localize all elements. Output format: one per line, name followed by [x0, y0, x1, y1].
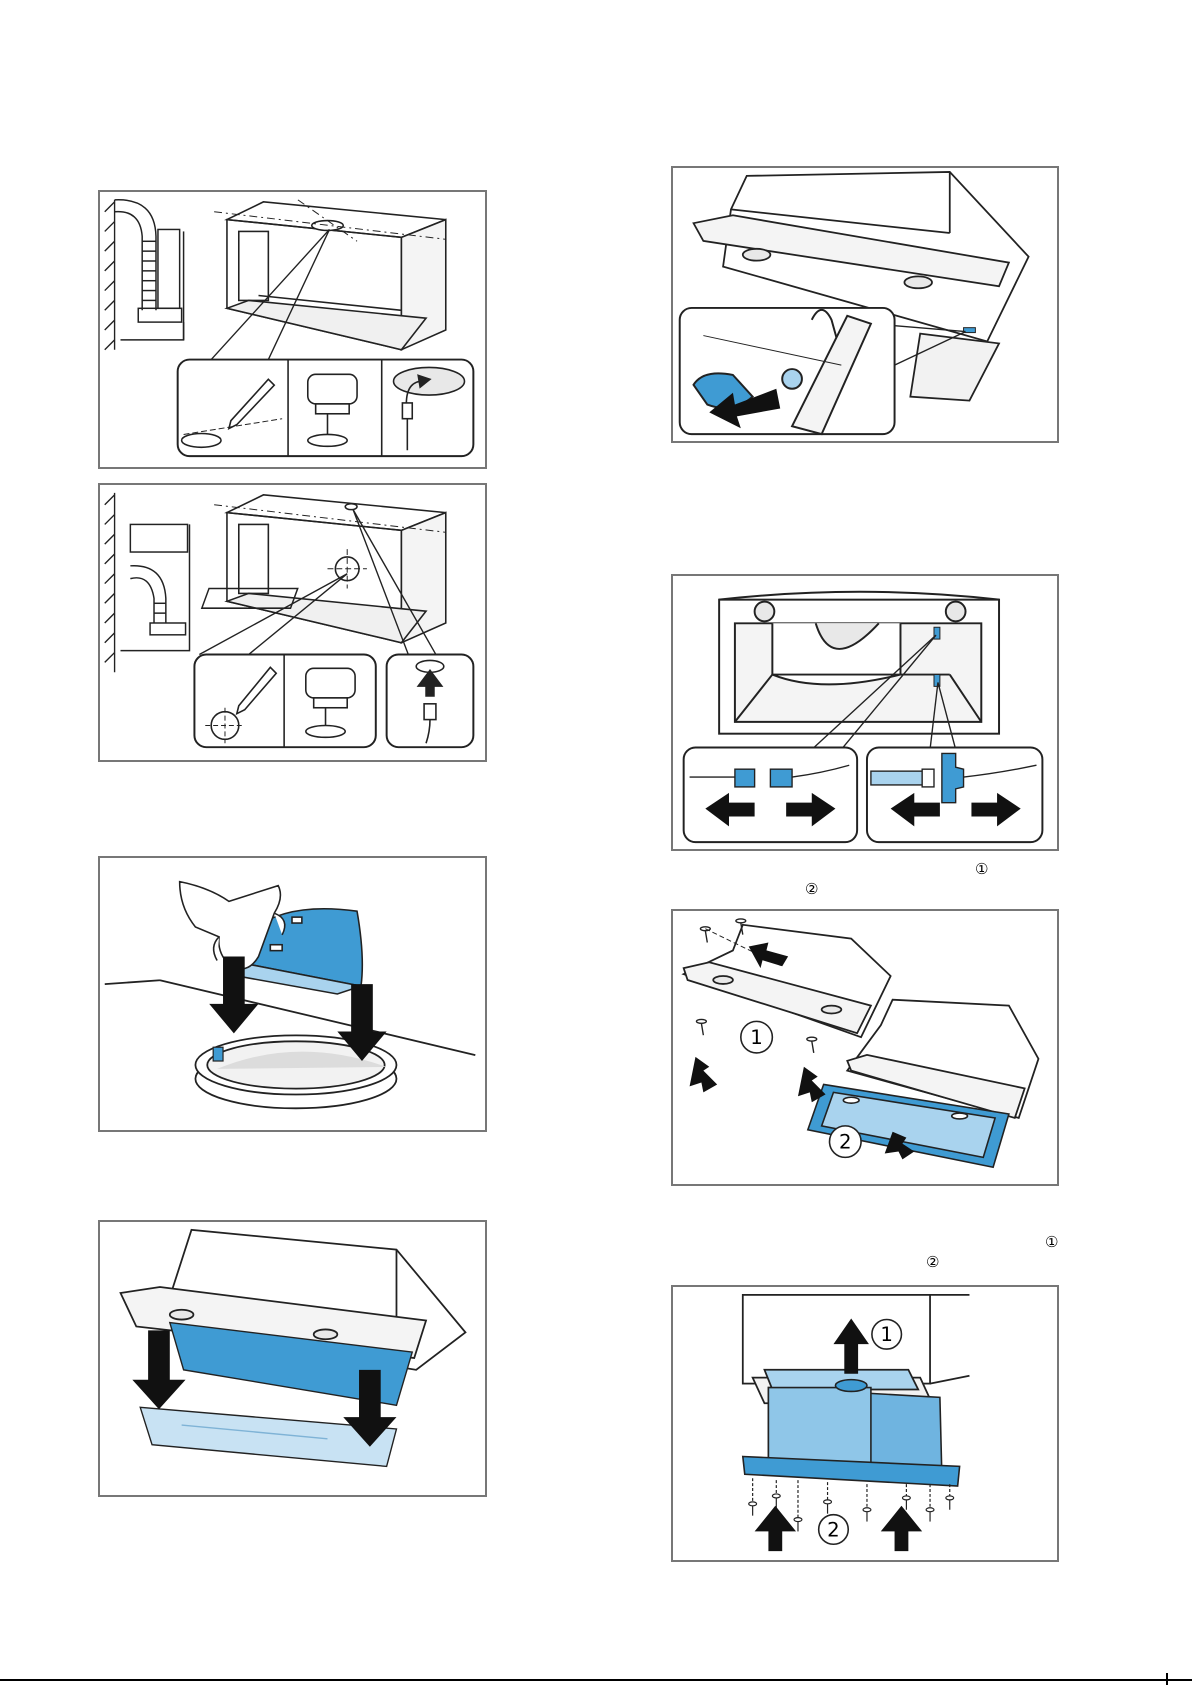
arrow-up-icon	[755, 1506, 796, 1551]
figure-panel-attach-illustration	[100, 1222, 485, 1495]
figure-unscrew-panel: 1 2	[671, 909, 1059, 1186]
figure-cutout-rear	[98, 190, 487, 469]
wall-hatch	[105, 200, 115, 350]
figure-flap-insert-illustration	[100, 858, 485, 1130]
flexible-duct	[115, 200, 184, 340]
figure-cutout-top-illustration	[100, 485, 485, 760]
figure-connector-release	[671, 574, 1059, 851]
step-marker-2: ②	[805, 882, 818, 897]
plug-detail-left	[684, 747, 857, 842]
step-marker-1: ①	[975, 862, 988, 877]
callout-2: 2	[839, 1131, 852, 1154]
cabinet-box	[202, 495, 446, 643]
callout-2: 2	[827, 1518, 840, 1541]
hood-upper	[684, 925, 891, 1037]
figure-cutout-rear-illustration	[100, 192, 485, 467]
step-marker-1: ①	[1045, 1235, 1058, 1250]
page-bottom-rule	[0, 1679, 1192, 1681]
step-marker-2: ②	[926, 1255, 939, 1270]
page-bottom-tick	[1166, 1673, 1168, 1685]
figure-flap-insert	[98, 856, 487, 1132]
duct-tab	[213, 1047, 223, 1061]
cabinet-box	[214, 200, 446, 350]
figure-cutout-top	[98, 483, 487, 762]
figure-panel-attach	[98, 1220, 487, 1497]
arrow-up-icon	[881, 1506, 922, 1551]
figure-connector-release-illustration	[673, 576, 1057, 849]
callout-1: 1	[750, 1026, 763, 1049]
figure-grease-filter-release	[671, 166, 1059, 443]
figure-fan-mount-illustration: 1 2	[673, 1287, 1057, 1560]
callout-1: 1	[880, 1323, 893, 1346]
flexible-duct	[121, 524, 190, 650]
figure-fan-mount: 1 2	[671, 1285, 1059, 1562]
wall-hatch	[105, 493, 115, 672]
hood-front	[719, 592, 999, 734]
figure-unscrew-panel-illustration: 1 2	[673, 911, 1057, 1184]
figure-grease-filter-release-illustration	[673, 168, 1057, 441]
